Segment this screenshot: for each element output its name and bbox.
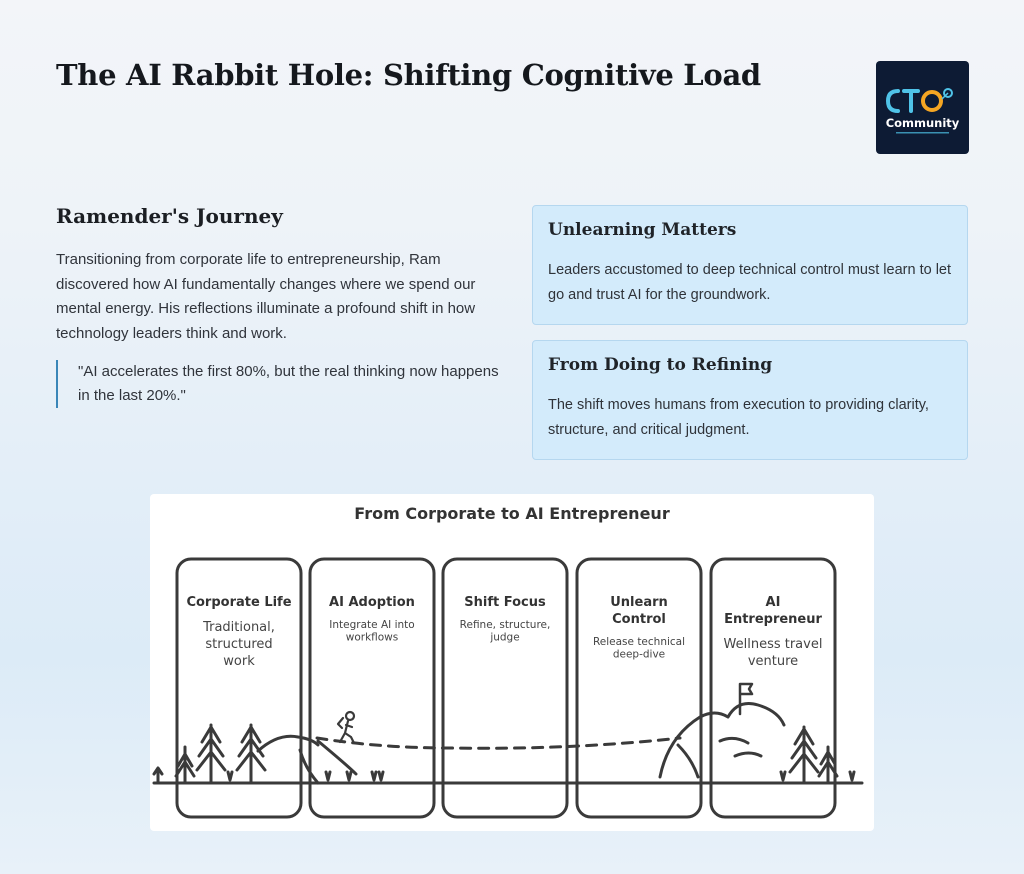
card-unlearning-matters: Unlearning Matters Leaders accustomed to…	[532, 205, 968, 325]
trees-right-icon	[779, 725, 856, 785]
stage-frame	[441, 557, 569, 819]
stage-name: Shift Focus	[464, 595, 546, 610]
stage-description: Wellness travel	[724, 637, 823, 652]
stage-name: Entrepreneur	[724, 612, 822, 627]
card-doing-to-refining: From Doing to Refining The shift moves h…	[532, 340, 968, 460]
card-heading: From Doing to Refining	[548, 355, 773, 375]
stage-name: AI Adoption	[329, 595, 415, 610]
diagram-title: From Corporate to AI Entrepreneur	[354, 504, 670, 523]
stage-name: Corporate Life	[186, 595, 291, 610]
stage-frame	[308, 557, 436, 819]
stage-description: Traditional,	[202, 620, 275, 635]
journey-heading: Ramender's Journey	[56, 204, 283, 228]
stage-description: deep-dive	[613, 649, 665, 661]
stage-name: AI	[766, 595, 781, 610]
stage-name: Control	[612, 612, 666, 627]
card-body: Leaders accustomed to deep technical con…	[548, 262, 952, 303]
stage-frame	[175, 557, 303, 819]
stage-description: judge	[489, 632, 519, 644]
stage-frame	[575, 557, 703, 819]
card-heading: Unlearning Matters	[548, 220, 737, 240]
stage-frame	[709, 557, 837, 819]
stage-description: structured	[205, 637, 272, 652]
stage-description: work	[223, 654, 255, 669]
journey-path	[315, 736, 682, 750]
stage-name: Unlearn	[610, 595, 668, 610]
hiker-icon	[336, 710, 356, 745]
page-title: The AI Rabbit Hole: Shifting Cognitive L…	[56, 58, 761, 92]
journey-quote: "AI accelerates the first 80%, but the r…	[56, 360, 508, 408]
trees-left-icon	[152, 723, 385, 785]
cto-community-logo: Community	[876, 61, 969, 154]
journey-paragraph: Transitioning from corporate life to ent…	[56, 251, 476, 342]
journey-diagram: From Corporate to AI Entrepreneur Corpor…	[150, 494, 874, 831]
logo-community-text: Community	[886, 116, 960, 130]
stage-description: Integrate AI into	[329, 619, 414, 631]
card-body: The shift moves humans from execution to…	[548, 397, 929, 438]
stage-description: Refine, structure,	[460, 619, 551, 631]
mountain-left-icon	[256, 734, 358, 785]
stage-description: venture	[748, 654, 798, 669]
stage-description: workflows	[346, 632, 399, 644]
stage-description: Release technical	[593, 636, 685, 648]
mountain-summit-icon	[658, 682, 786, 779]
